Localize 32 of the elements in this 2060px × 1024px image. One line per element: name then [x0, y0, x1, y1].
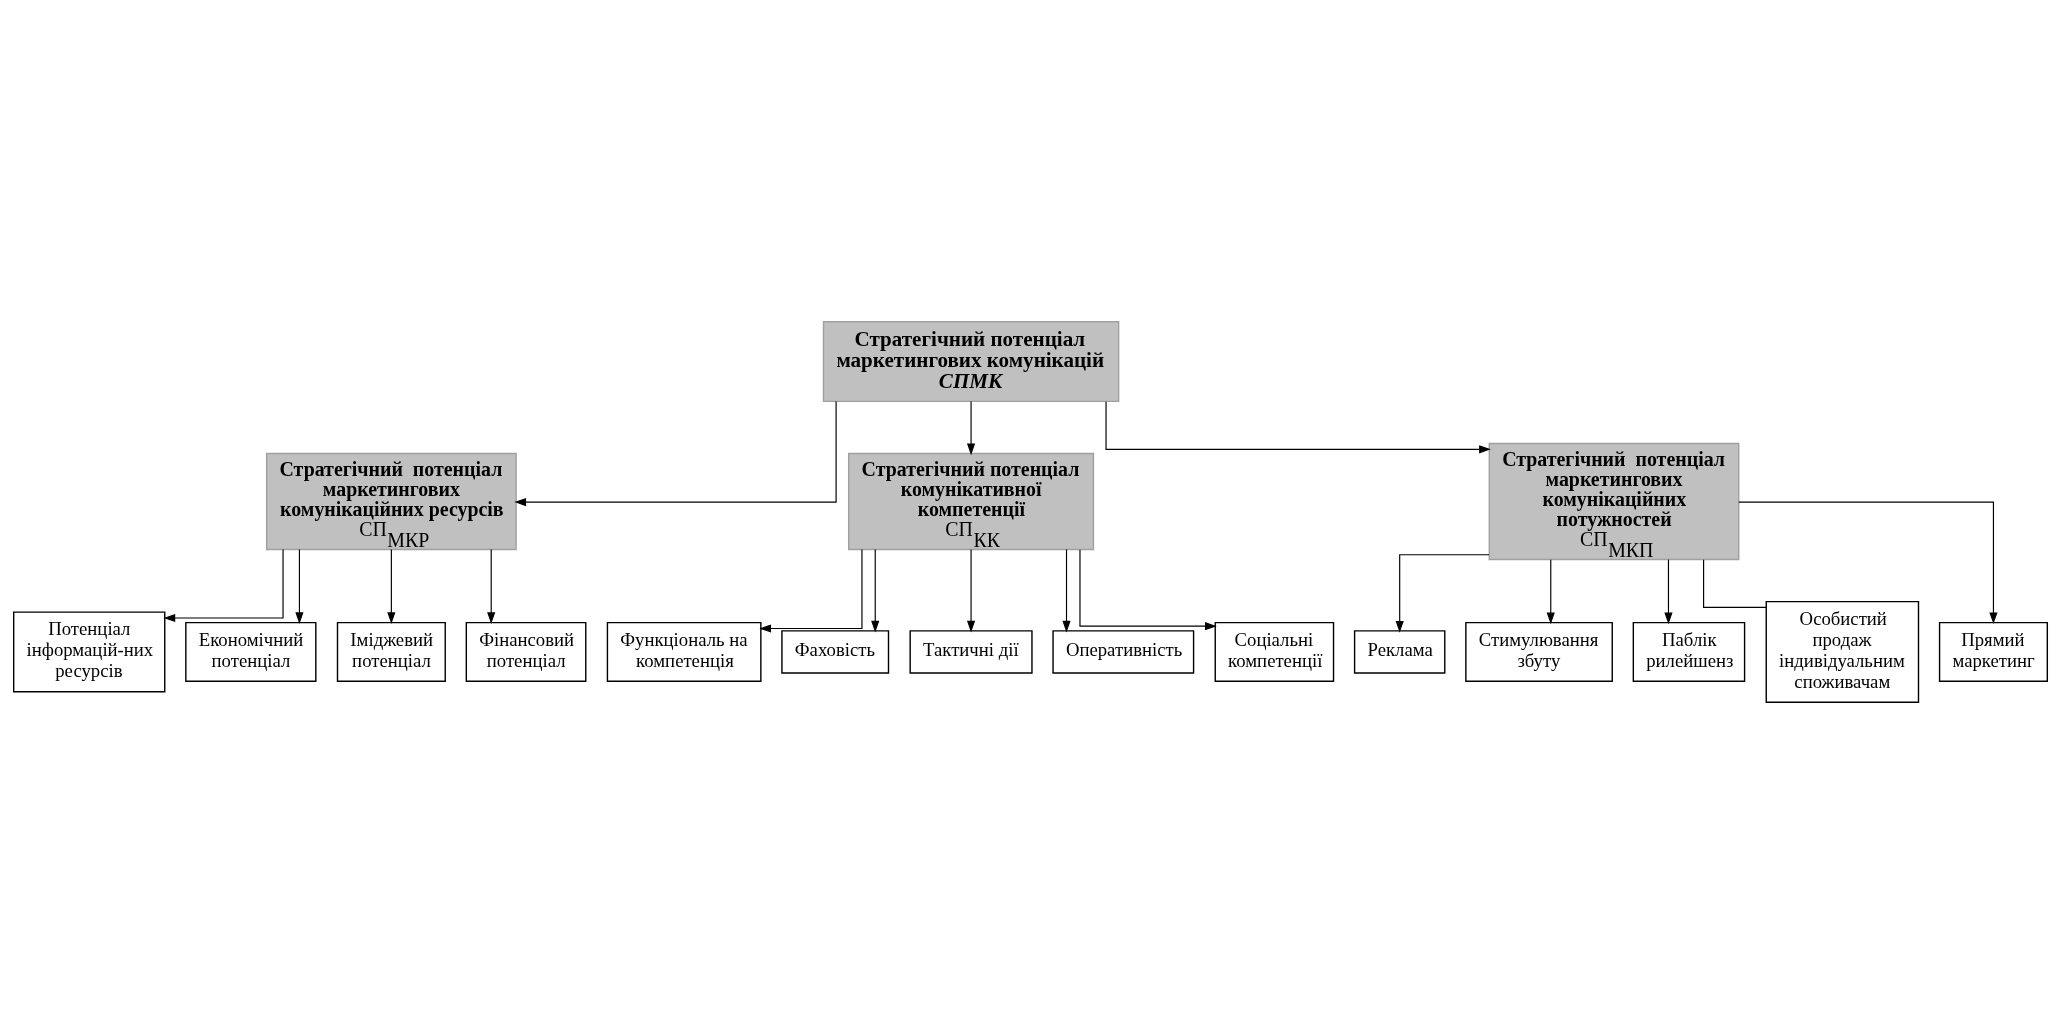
node-box: Економічний потенціал — [184, 621, 317, 682]
arrow — [1078, 549, 1217, 631]
node-box: Соціальні компетенції — [1214, 621, 1334, 682]
arrow — [1737, 501, 1998, 625]
node-box: Реклама — [1353, 630, 1445, 674]
arrow — [486, 548, 495, 625]
node-box: Функціональ на компетенція — [606, 621, 762, 682]
node-box: Іміджевий потенціал — [336, 621, 446, 682]
arrow — [1395, 554, 1490, 633]
node-box: Тактичні дії — [908, 630, 1033, 674]
arrow — [513, 400, 837, 507]
arrow — [1663, 559, 1673, 625]
node-box: Стратегічний потенціал маркетингових комунікацій СПМК — [822, 321, 1119, 403]
arrow — [163, 548, 284, 623]
arrow — [758, 548, 863, 633]
arrow — [966, 548, 975, 633]
arrow — [294, 548, 304, 625]
node-box: Оперативність — [1051, 630, 1194, 674]
node-box: Потенціал інформацій-них ресурсів — [12, 611, 165, 693]
node-box: Паблік рилейшенз — [1632, 621, 1745, 682]
node-box: Особистий продаж індивідуальним споживачам — [1765, 600, 1919, 703]
node-box: Стимулювання збуту — [1464, 621, 1613, 682]
arrow — [1546, 559, 1555, 625]
connector — [1702, 559, 1767, 609]
arrow — [1061, 548, 1071, 633]
arrow — [870, 548, 879, 633]
arrow — [1104, 401, 1491, 454]
arrow — [386, 548, 395, 625]
node-box: Фаховість — [780, 630, 889, 674]
arrow — [966, 401, 975, 456]
node-box: Фінансовий потенціал — [465, 621, 586, 682]
node-box: Прямий маркетинг — [1938, 621, 2048, 682]
